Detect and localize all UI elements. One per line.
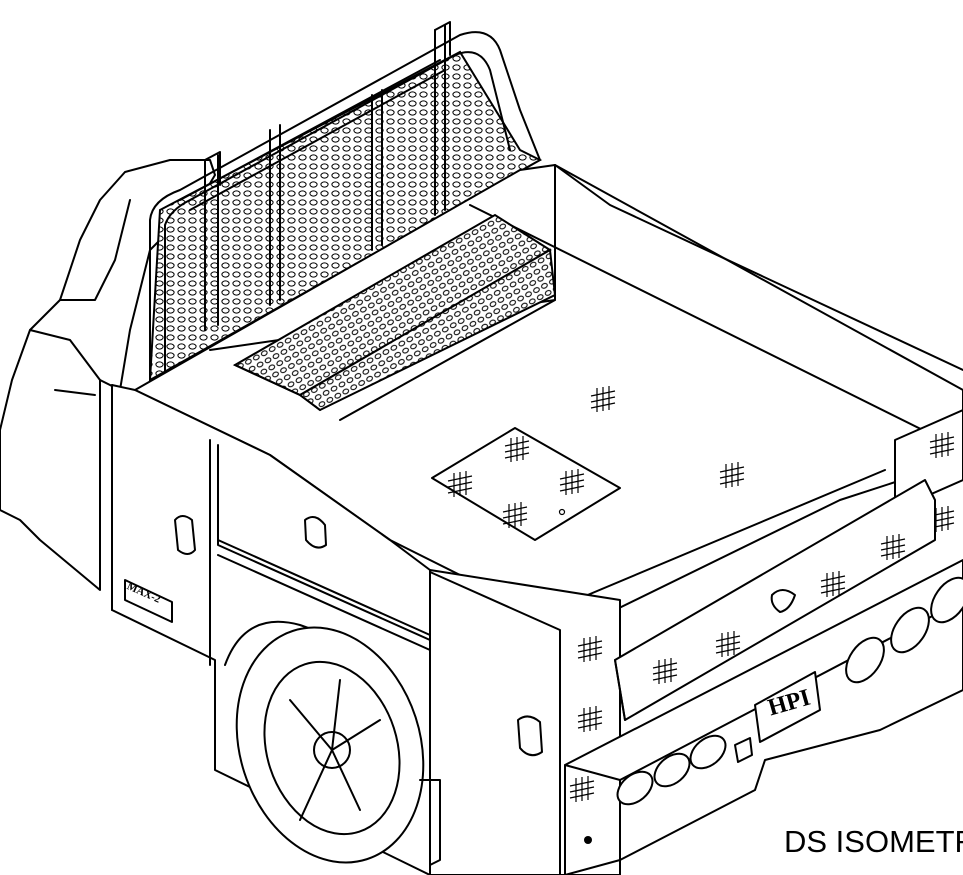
view-label: DS ISOMETRIC bbox=[784, 824, 963, 859]
rear-bumper bbox=[564, 559, 963, 875]
floor-grid-marks bbox=[447, 385, 745, 529]
rear-wheel bbox=[224, 620, 425, 864]
tailgate bbox=[614, 479, 936, 721]
bed-floor bbox=[134, 164, 963, 616]
right-compartment bbox=[894, 409, 963, 533]
headache-rack bbox=[148, 21, 543, 386]
perforated-tray bbox=[232, 213, 557, 421]
